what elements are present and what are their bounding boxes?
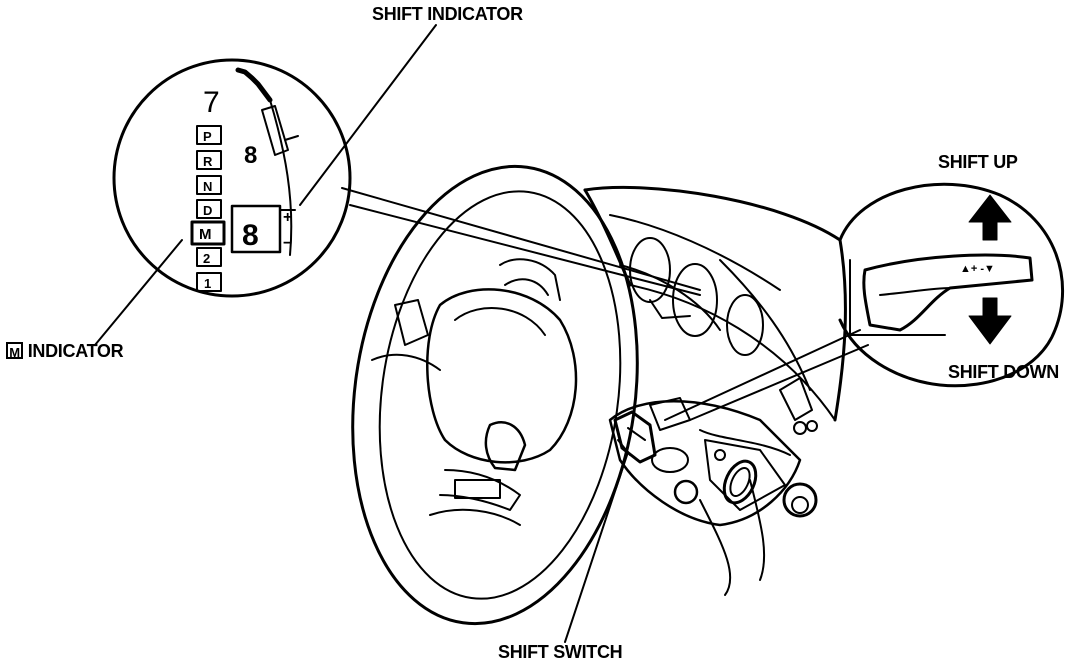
gear-box-2 [196,247,222,267]
gauge-glyphs: 7 8 P R N D M 2 1 8 + − ▲+ -▼ [199,86,995,291]
plus-sign: + [283,209,292,226]
leader-shift-indicator [299,24,437,206]
label-shift-up: SHIFT UP [938,152,1018,172]
label-shift-indicator: SHIFT INDICATOR [372,4,523,24]
steering-wheel [351,164,639,626]
paddle-marks: ▲+ -▼ [960,263,995,275]
dashboard [583,185,847,596]
gear-box-p [196,125,222,145]
steering-column [608,397,818,527]
leader-m-indicator [94,239,183,346]
digit-display-frame [230,204,282,254]
gear-n: N [203,179,212,194]
tach-7: 7 [203,86,220,119]
m-indicator-text: INDICATOR [27,341,124,361]
minus-sign: − [283,235,292,252]
indicator-magnifier [112,58,352,298]
leader-shift-switch [564,451,629,643]
leader-lines [94,24,869,643]
gear-box-n [196,175,222,195]
m-indicator-icon: M [6,342,23,360]
gear-box-r [196,150,222,170]
gear-box-m [190,220,226,246]
label-shift-switch: SHIFT SWITCH [498,642,623,662]
gear-box-1 [196,272,222,292]
label-shift-down: SHIFT DOWN [948,362,1059,382]
gear-box-d [196,199,222,219]
tach-8: 8 [244,142,257,169]
gear-m: M [199,226,212,243]
digit-readout: 8 [242,219,259,252]
paddle-magnifier [838,182,1064,388]
gear-r: R [203,154,213,169]
gear-p: P [203,129,212,144]
gear-d: D [203,203,212,218]
label-m-indicator: M INDICATOR [6,341,124,362]
gear-2: 2 [203,251,210,266]
gear-1: 1 [204,276,211,291]
